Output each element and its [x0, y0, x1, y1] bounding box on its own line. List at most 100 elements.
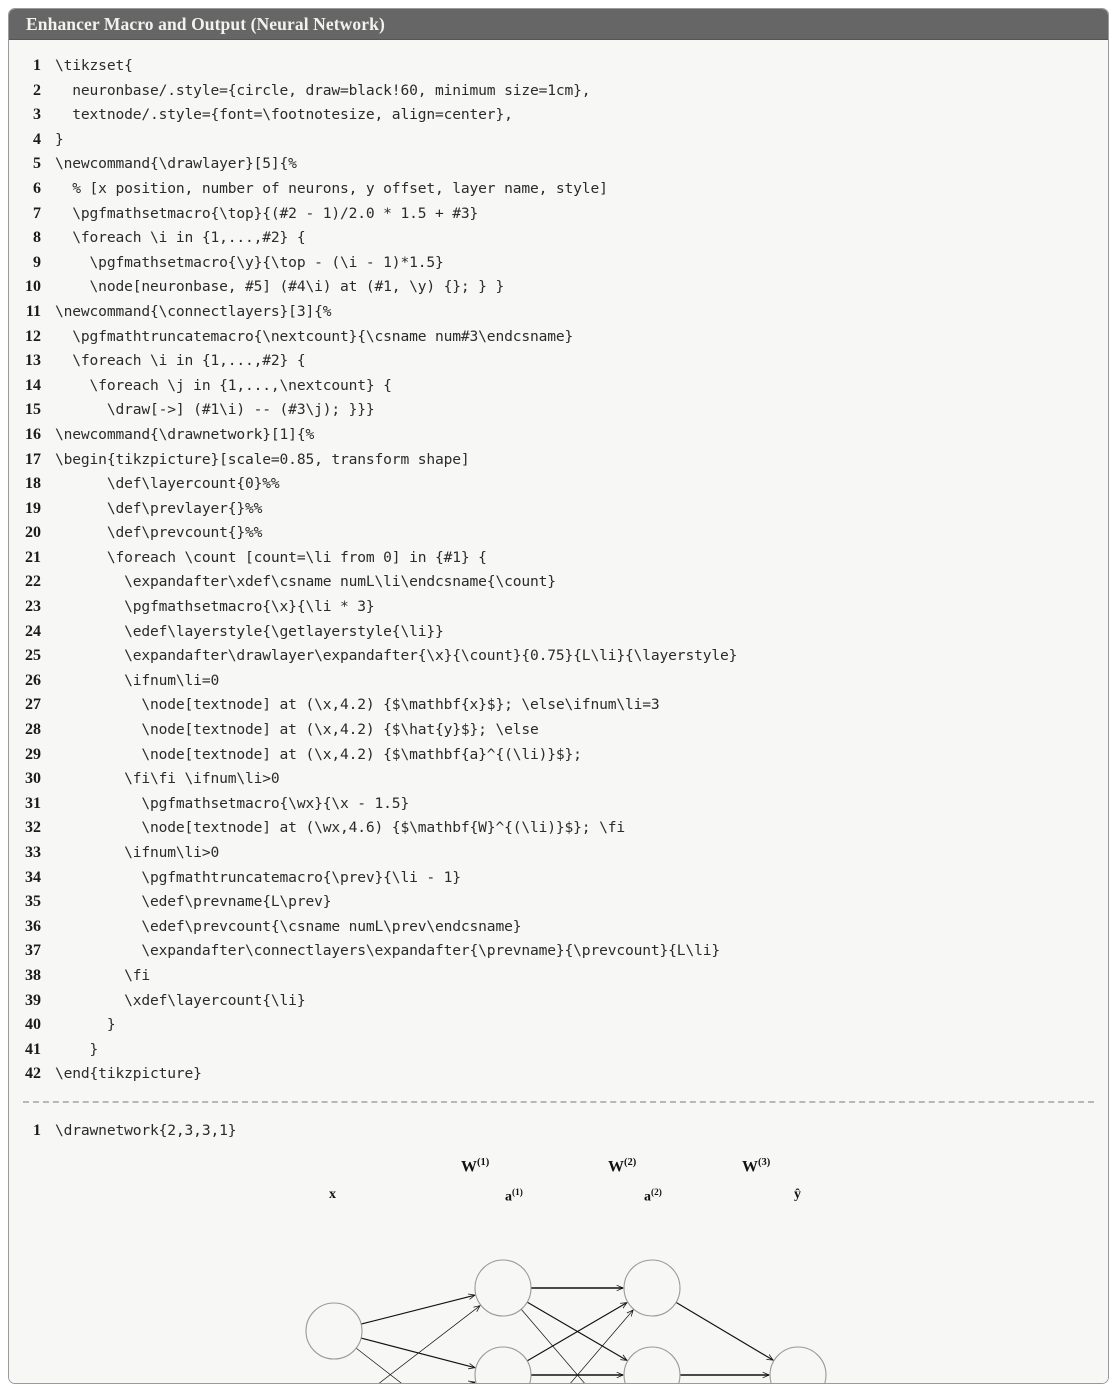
macro-code-line: 41 } [9, 1038, 1108, 1063]
macro-code-line-text: \pgfmathsetmacro{\y}{\top - (\i - 1)*1.5… [55, 253, 444, 271]
macro-code-line-text: \fi [55, 966, 150, 984]
hidden1-label: a(1) [505, 1186, 523, 1205]
macro-code-line: 9 \pgfmathsetmacro{\y}{\top - (\i - 1)*1… [9, 251, 1108, 276]
macro-code-line: 5\newcommand{\drawlayer}[5]{% [9, 152, 1108, 177]
macro-code-line-number: 37 [25, 942, 41, 960]
macro-code-line-number: 6 [33, 179, 41, 197]
macro-code-line: 30 \fi\fi \ifnum\li>0 [9, 767, 1108, 792]
macro-code-line: 23 \pgfmathsetmacro{\x}{\li * 3} [9, 595, 1108, 620]
network-edge [360, 1295, 475, 1325]
macro-code-line-text: \pgfmathsetmacro{\wx}{\x - 1.5} [55, 794, 410, 812]
macro-code-line-number: 17 [25, 450, 41, 468]
macro-code-line-text: \def\prevlayer{}%% [55, 499, 263, 517]
macro-code-line-text: \fi\fi \ifnum\li>0 [55, 770, 280, 788]
macro-code-line: 22 \expandafter\xdef\csname numL\li\endc… [9, 570, 1108, 595]
macro-code-line: 15 \draw[->] (#1\i) -- (#3\j); }}} [9, 398, 1108, 423]
output-code-line: 1\drawnetwork{2,3,3,1} [9, 1119, 1108, 1144]
macro-code-line: 13 \foreach \i in {1,...,#2} { [9, 349, 1108, 374]
macro-code-line: 7 \pgfmathsetmacro{\top}{(#2 - 1)/2.0 * … [9, 202, 1108, 227]
macro-code-line: 32 \node[textnode] at (\wx,4.6) {$\mathb… [9, 816, 1108, 841]
macro-code-line-text: \pgfmathsetmacro{\top}{(#2 - 1)/2.0 * 1.… [55, 204, 479, 222]
macro-code-line-text: \pgfmathsetmacro{\x}{\li * 3} [55, 598, 375, 616]
macro-code-listing: 1 \tikzset{ 2 neuronbase/.style={circle, d… [9, 40, 1108, 1093]
macro-code-line: 27 \node[textnode] at (\x,4.2) {$\mathbf… [9, 693, 1108, 718]
macro-code-line-number: 10 [25, 278, 41, 296]
macro-code-line: 36 \edef\prevcount{\csname numL\prev\end… [9, 915, 1108, 940]
macro-code-line-text: \node[textnode] at (\x,4.2) {$\mathbf{x}… [55, 696, 660, 714]
macro-code-line-number: 26 [25, 671, 41, 689]
macro-code-line-text: \def\layercount{0}%% [55, 475, 280, 493]
neuron-node-1-1 [305, 1301, 363, 1360]
macro-code-line-number: 9 [33, 253, 41, 271]
panel-body: 1 \tikzset{ 2 neuronbase/.style={circle, d… [9, 40, 1108, 1383]
macro-code-line: 6 % [x position, number of neurons, y of… [9, 177, 1108, 202]
macro-code-line: 34 \pgfmathtruncatemacro{\prev}{\li - 1} [9, 866, 1108, 891]
macro-code-line: 24 \edef\layerstyle{\getlayerstyle{\li}} [9, 620, 1108, 645]
macro-code-line-text: \edef\prevname{L\prev} [55, 893, 332, 911]
network-diagram-svg [305, 1258, 827, 1383]
macro-code-line-number: 19 [25, 499, 41, 517]
macro-code-line-number: 13 [25, 352, 41, 370]
macro-code-line-number: 1 [33, 57, 41, 74]
macro-code-line-number: 3 [33, 106, 41, 124]
macro-code-line-text: \pgfmathtruncatemacro{\prev}{\li - 1} [55, 868, 461, 886]
macro-code-line: 31 \pgfmathsetmacro{\wx}{\x - 1.5} [9, 792, 1108, 817]
macro-code-line-number: 35 [25, 893, 41, 911]
macro-code-line-number: 4 [33, 130, 41, 148]
macro-code-line: 10 \node[neuronbase, #5] (#4\i) at (#1, … [9, 275, 1108, 300]
output-code-line-text: \drawnetwork{2,3,3,1} [55, 1121, 237, 1139]
weight3-label: W(3) [742, 1156, 771, 1175]
macro-code-line: 2 neuronbase/.style={circle, draw=black!… [9, 79, 1108, 104]
macro-code-line-number: 23 [25, 598, 41, 616]
macro-code-line: 11\newcommand{\connectlayers}[3]{% [9, 300, 1108, 325]
macro-code-line-number: 25 [25, 647, 41, 665]
macro-code-line-number: 32 [25, 819, 41, 837]
macro-code-line-number: 41 [25, 1040, 41, 1058]
macro-code-line: 1 \tikzset{ [9, 54, 1108, 79]
output-code-listing: 1\drawnetwork{2,3,3,1} [9, 1107, 1108, 1144]
macro-code-line-number: 28 [25, 721, 41, 739]
macro-code-line: 33 \ifnum\li>0 [9, 841, 1108, 866]
input-label: x [329, 1186, 336, 1202]
macro-code-line: 20 \def\prevcount{}%% [9, 521, 1108, 546]
macro-code-line: 3 textnode/.style={font=\footnotesize, a… [9, 103, 1108, 128]
macro-code-line-text: \edef\layerstyle{\getlayerstyle{\li}} [55, 622, 444, 640]
macro-code-line-number: 42 [25, 1065, 41, 1083]
macro-code-line: 16 \newcommand{\drawnetwork}[1]{% [9, 423, 1108, 448]
macro-code-line-text: } [55, 1040, 99, 1058]
macro-code-line-text: \node[textnode] at (\x,4.2) {$\hat{y}$};… [55, 721, 539, 739]
macro-code-line-number: 21 [25, 548, 41, 566]
macro-code-line: 40 } [9, 1013, 1108, 1038]
macro-code-line-text: \foreach \i in {1,...,#2} { [55, 352, 306, 370]
panel-title: Enhancer Macro and Output (Neural Networ… [26, 13, 385, 34]
macro-code-line-text: \def\prevcount{}%% [55, 524, 263, 542]
macro-code-line-text: \xdef\layercount{\li} [55, 991, 306, 1009]
macro-code-line-number: 36 [25, 917, 41, 935]
macro-code-line-text: % [x position, number of neurons, y offs… [55, 179, 608, 197]
macro-code-line: 37 \expandafter\connectlayers\expandafte… [9, 939, 1108, 964]
macro-code-line-number: 11 [25, 302, 41, 320]
macro-code-line: 28 \node[textnode] at (\x,4.2) {$\hat{y}… [9, 718, 1108, 743]
macro-code-line-number: 8 [33, 229, 41, 247]
macro-code-line-text: \expandafter\xdef\csname numL\li\endcsna… [55, 573, 556, 591]
macro-code-line-number: 16 [25, 425, 41, 443]
macro-code-line-text: \tikzset{ [55, 57, 133, 74]
macro-code-line-text: } [55, 1016, 116, 1034]
macro-code-line-text: } [55, 130, 64, 148]
network-edge [526, 1301, 627, 1361]
macro-code-line-text: \newcommand{\drawlayer}[5]{% [55, 155, 297, 173]
macro-code-line-number: 30 [25, 770, 41, 788]
macro-code-line-text: \ifnum\li=0 [55, 671, 220, 689]
output-label: ŷ [794, 1186, 801, 1202]
macro-code-line-text: \ifnum\li>0 [55, 844, 220, 861]
macro-code-line: 39 \xdef\layercount{\li} [9, 989, 1108, 1014]
neuron-node-3-1 [623, 1258, 681, 1317]
hidden2-label: a(2) [644, 1186, 662, 1205]
network-edge [467, 1382, 475, 1383]
macro-code-line-text: \pgfmathtruncatemacro{\nextcount}{\csnam… [55, 327, 574, 345]
macro-code-line-text: \node[textnode] at (\wx,4.6) {$\mathbf{W… [55, 819, 625, 837]
macro-code-line-text: \newcommand{\drawnetwork}[1]{% [55, 425, 315, 443]
listing-separator [23, 1100, 1094, 1103]
macro-code-line: 8 \foreach \i in {1,...,#2} { [9, 226, 1108, 251]
